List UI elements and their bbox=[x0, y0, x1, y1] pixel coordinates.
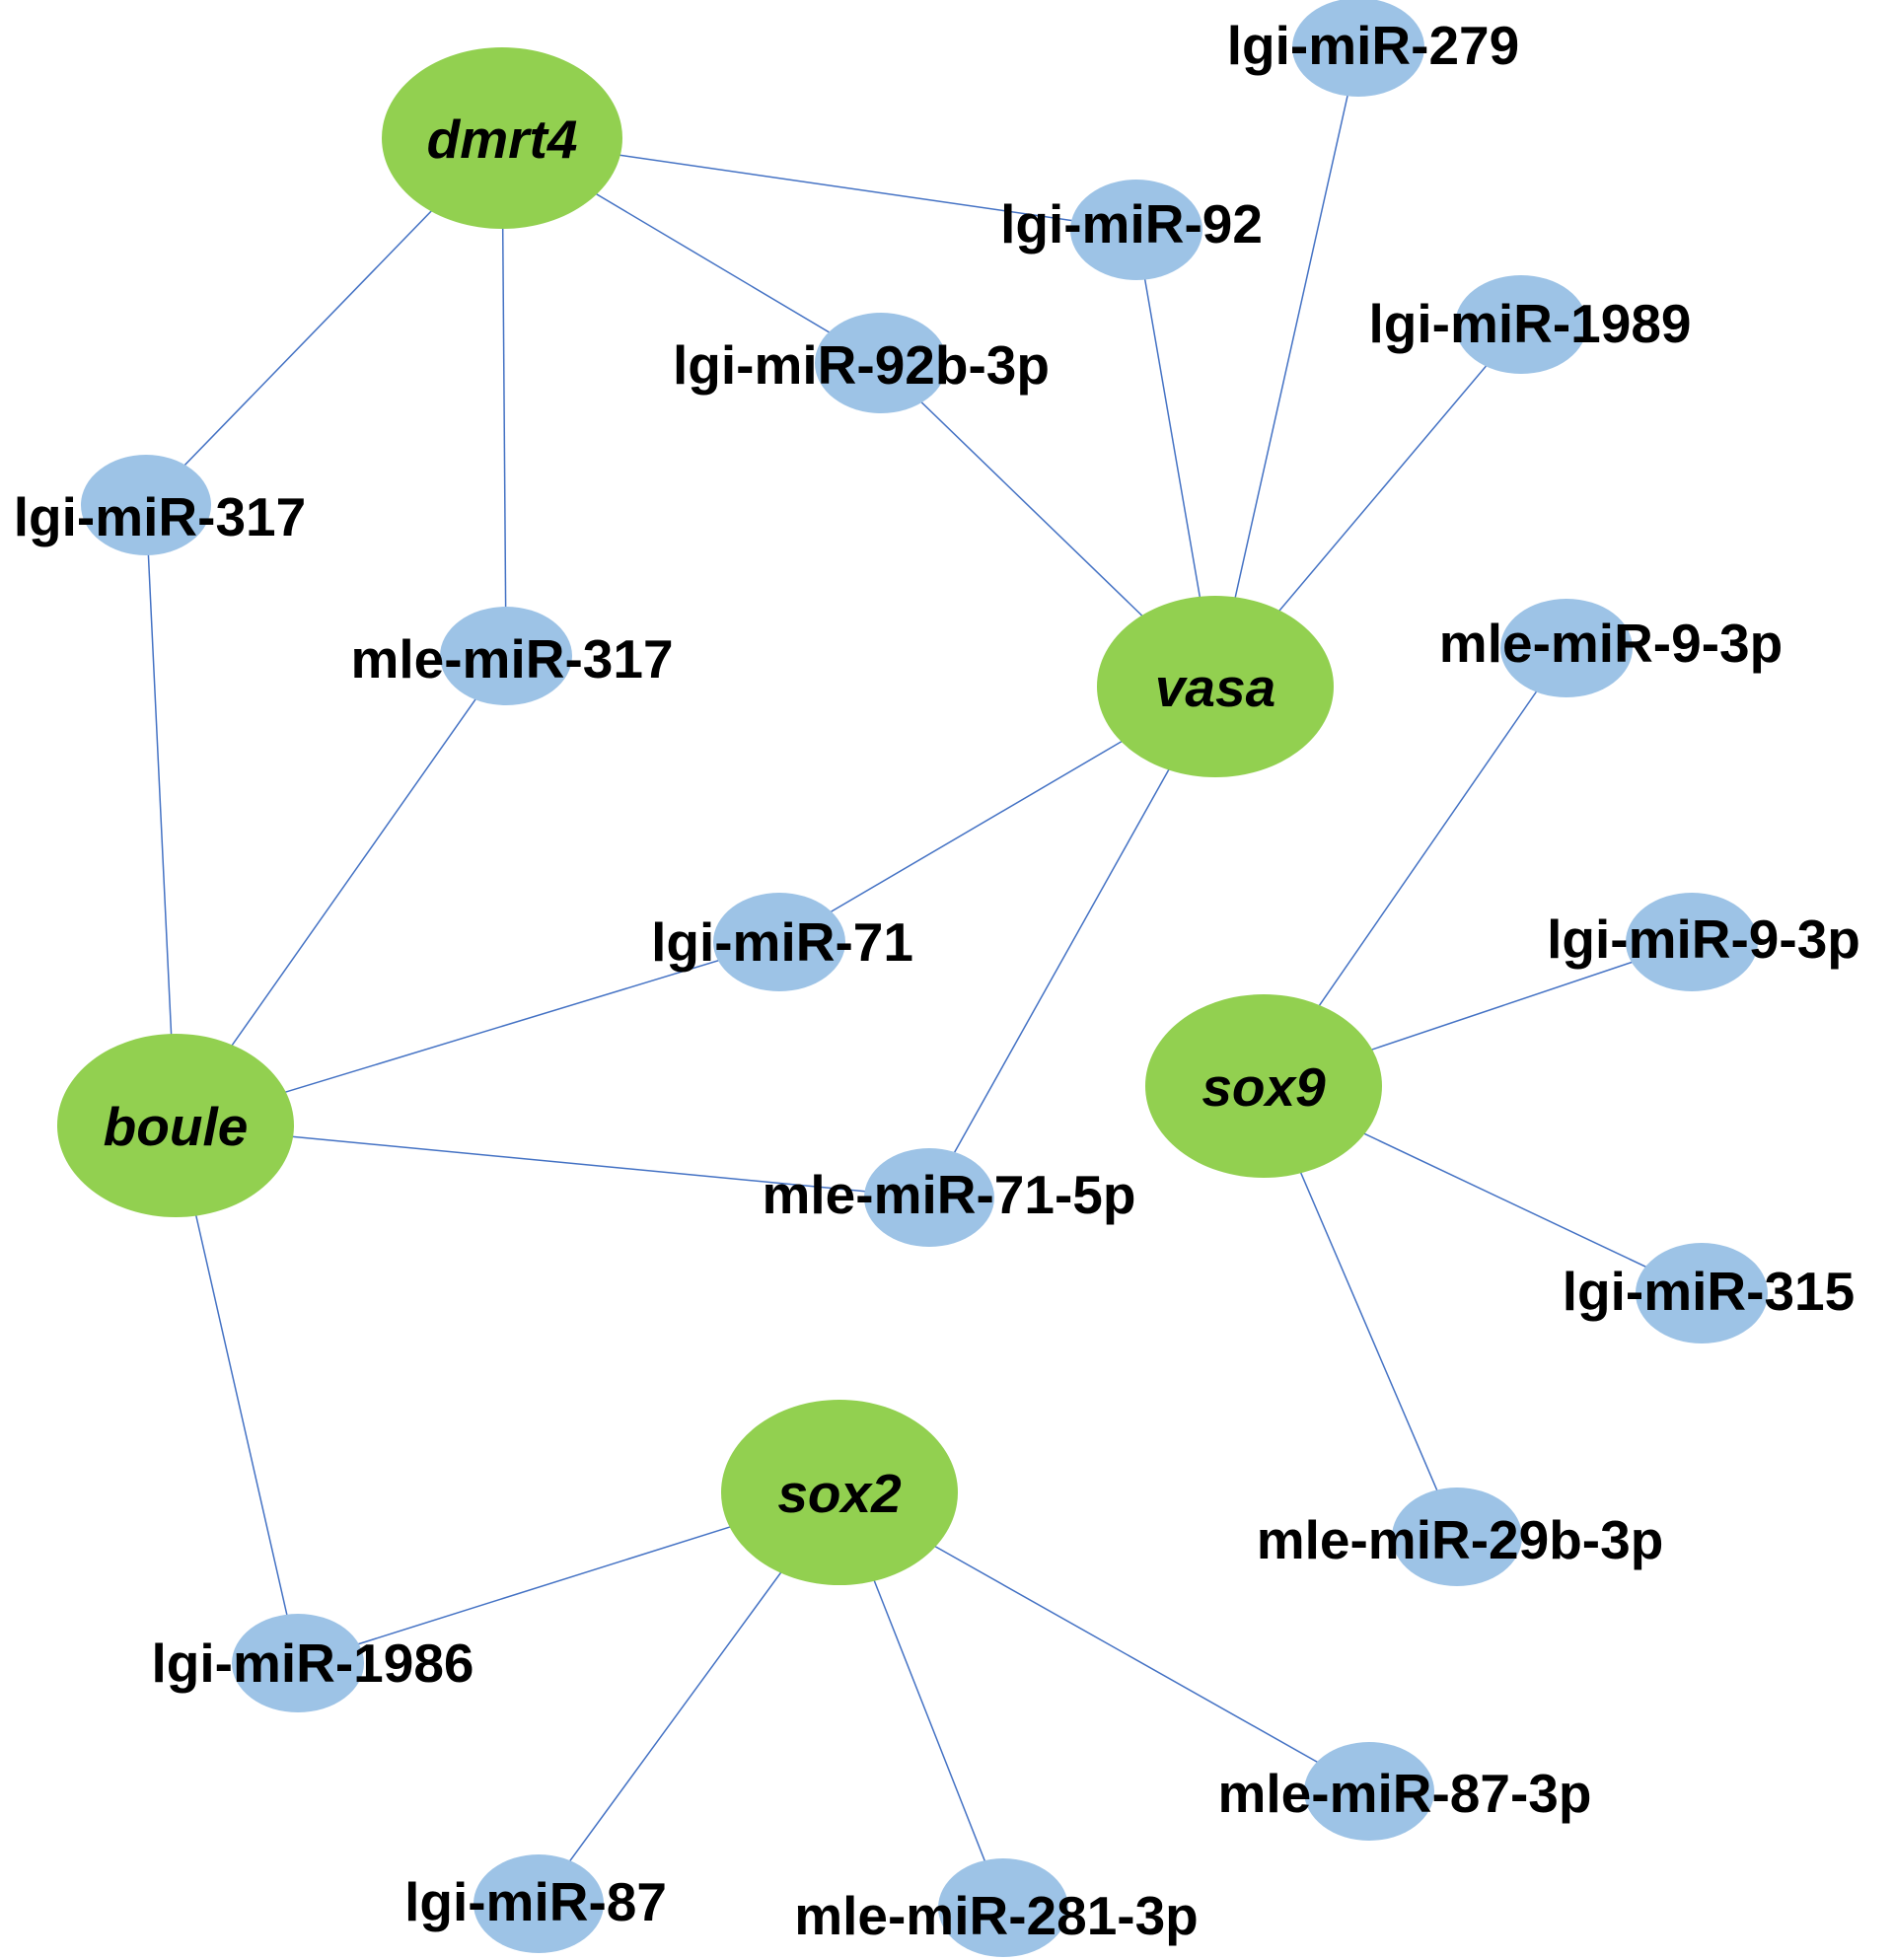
mirna-node-mle-mir-317: mle-miR-317 bbox=[350, 607, 674, 705]
gene-node-vasa: vasa bbox=[1097, 596, 1334, 777]
gene-label: sox9 bbox=[1201, 1056, 1326, 1118]
gene-node-sox9: sox9 bbox=[1145, 994, 1382, 1178]
mirna-label: mle-miR-87-3p bbox=[1218, 1763, 1592, 1824]
mirna-ellipse bbox=[1392, 1488, 1522, 1586]
edge-vasa-mle_mir_71_5p bbox=[928, 686, 1216, 1198]
edge-vasa-lgi_mir_279 bbox=[1214, 46, 1359, 688]
gene-ellipse bbox=[1145, 994, 1382, 1178]
gene-label: dmrt4 bbox=[427, 109, 578, 170]
mirna-label: lgi-miR-279 bbox=[1227, 15, 1519, 76]
gene-ellipse bbox=[1097, 596, 1334, 777]
mirna-node-mle-mir-281-3p: mle-miR-281-3p bbox=[794, 1858, 1199, 1957]
mirna-label: lgi-miR-317 bbox=[14, 486, 306, 547]
gene-label: boule bbox=[104, 1096, 249, 1157]
mirna-ellipse bbox=[1070, 180, 1202, 280]
edge-boule-lgi_mir_317 bbox=[145, 504, 177, 1126]
mirna-label: mle-miR-29b-3p bbox=[1257, 1509, 1664, 1570]
mirna-label: mle-miR-71-5p bbox=[763, 1164, 1136, 1225]
mirna-ellipse bbox=[815, 313, 947, 413]
gene-label: vasa bbox=[1155, 657, 1275, 718]
mirna-node-mle-mir-29b-3p: mle-miR-29b-3p bbox=[1257, 1488, 1664, 1586]
mirna-ellipse bbox=[232, 1614, 364, 1712]
mirna-ellipse bbox=[1500, 599, 1633, 697]
mirna-label: mle-miR-9-3p bbox=[1439, 613, 1783, 674]
gene-ellipse bbox=[721, 1400, 958, 1585]
mirna-node-lgi-mir-1989: lgi-miR-1989 bbox=[1368, 275, 1692, 374]
mirna-label: lgi-miR-315 bbox=[1563, 1261, 1855, 1322]
mirna-label: lgi-miR-9-3p bbox=[1547, 908, 1860, 970]
gene-label: sox2 bbox=[777, 1463, 902, 1524]
gene-node-boule: boule bbox=[57, 1034, 294, 1217]
mirna-node-lgi-mir-317: lgi-miR-317 bbox=[14, 455, 306, 555]
gene-ellipse bbox=[57, 1034, 294, 1217]
mirna-label: lgi-miR-92 bbox=[1000, 193, 1263, 254]
mirna-node-lgi-mir-71: lgi-miR-71 bbox=[651, 893, 913, 991]
mirna-node-mle-mir-71-5p: mle-miR-71-5p bbox=[763, 1148, 1136, 1247]
mirna-ellipse bbox=[440, 607, 572, 705]
mirna-node-lgi-mir-279: lgi-miR-279 bbox=[1227, 0, 1519, 97]
mirna-node-mle-mir-87-3p: mle-miR-87-3p bbox=[1218, 1742, 1592, 1841]
gene-node-dmrt4: dmrt4 bbox=[382, 47, 622, 229]
mirna-ellipse bbox=[938, 1858, 1068, 1957]
mirna-ellipse bbox=[713, 893, 845, 991]
mirna-ellipse bbox=[81, 455, 211, 555]
mirna-ellipse bbox=[1636, 1243, 1768, 1343]
mirna-node-lgi-mir-92b-3p: lgi-miR-92b-3p bbox=[673, 313, 1050, 413]
edge-boule-mle_mir_71_5p bbox=[175, 1125, 930, 1198]
gene-ellipse bbox=[382, 47, 622, 229]
mirna-label: lgi-miR-87 bbox=[404, 1871, 667, 1932]
mirna-label: lgi-miR-1989 bbox=[1368, 293, 1691, 354]
mirna-node-lgi-mir-92: lgi-miR-92 bbox=[1000, 180, 1263, 280]
mirna-ellipse bbox=[1455, 275, 1587, 374]
mirna-node-lgi-mir-87: lgi-miR-87 bbox=[404, 1854, 667, 1953]
gene-node-sox2: sox2 bbox=[721, 1400, 958, 1585]
mirna-ellipse bbox=[864, 1148, 994, 1247]
mirna-node-lgi-mir-1986: lgi-miR-1986 bbox=[151, 1614, 474, 1712]
mirna-node-lgi-mir-9-3p: lgi-miR-9-3p bbox=[1547, 893, 1860, 991]
mirna-ellipse bbox=[1292, 0, 1424, 97]
mirna-label: lgi-miR-71 bbox=[651, 911, 913, 973]
mirna-ellipse bbox=[473, 1854, 604, 1953]
mirna-label: lgi-miR-92b-3p bbox=[673, 334, 1050, 396]
mirna-label: mle-miR-317 bbox=[350, 628, 673, 690]
mirna-label: lgi-miR-1986 bbox=[151, 1633, 473, 1694]
mirna-node-lgi-mir-315: lgi-miR-315 bbox=[1563, 1243, 1855, 1343]
mirna-node-mle-mir-9-3p: mle-miR-9-3p bbox=[1439, 599, 1783, 697]
mirna-label: mle-miR-281-3p bbox=[794, 1885, 1199, 1946]
mirna-ellipse bbox=[1304, 1742, 1434, 1841]
mirna-ellipse bbox=[1626, 893, 1758, 991]
